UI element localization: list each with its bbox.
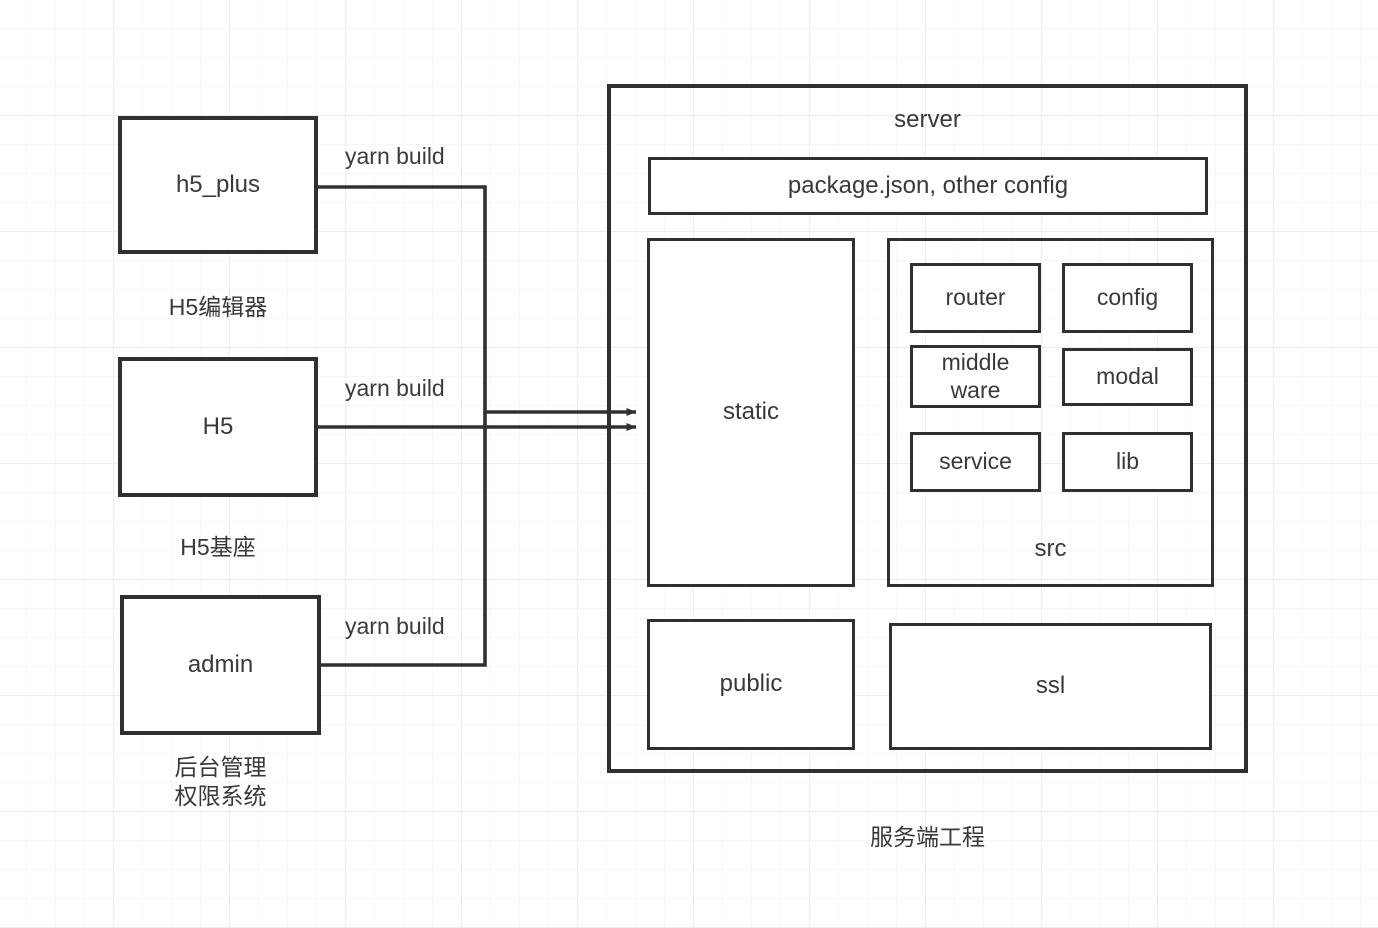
server-title: server xyxy=(894,106,961,133)
box-lib[interactable]: lib xyxy=(1062,432,1193,492)
box-public[interactable]: public xyxy=(647,619,855,750)
box-admin[interactable]: admin xyxy=(120,595,321,735)
box-middleware[interactable]: middle ware xyxy=(910,345,1041,408)
box-service-label: service xyxy=(939,448,1012,475)
caption-admin: 后台管理 权限系统 xyxy=(174,754,267,810)
src-title: src xyxy=(1034,535,1067,562)
box-package-json-label: package.json, other config xyxy=(787,171,1069,199)
box-router-label: router xyxy=(945,284,1006,311)
box-h5-label: H5 xyxy=(202,412,234,440)
box-config[interactable]: config xyxy=(1062,263,1193,333)
edge-label-admin: yarn build xyxy=(345,613,445,639)
edge-label-h5: yarn build xyxy=(345,375,445,401)
box-router[interactable]: router xyxy=(910,263,1041,333)
src-container xyxy=(887,238,1214,587)
box-static[interactable]: static xyxy=(647,238,855,587)
box-h5-plus-label: h5_plus xyxy=(175,170,261,198)
box-h5-plus[interactable]: h5_plus xyxy=(118,116,318,254)
server-container xyxy=(607,84,1248,773)
box-h5[interactable]: H5 xyxy=(118,357,318,497)
box-admin-label: admin xyxy=(187,650,254,678)
box-modal[interactable]: modal xyxy=(1062,348,1193,406)
caption-h5: H5基座 xyxy=(180,534,256,560)
caption-server: 服务端工程 xyxy=(870,824,985,850)
box-modal-label: modal xyxy=(1096,363,1159,390)
box-service[interactable]: service xyxy=(910,432,1041,492)
edge-label-h5-plus: yarn build xyxy=(345,143,445,169)
box-package-json[interactable]: package.json, other config xyxy=(648,157,1208,215)
caption-h5-plus: H5编辑器 xyxy=(168,294,268,320)
box-middleware-label: middle ware xyxy=(941,349,1010,403)
box-config-label: config xyxy=(1096,284,1159,311)
box-ssl[interactable]: ssl xyxy=(889,623,1212,750)
box-static-label: static xyxy=(722,398,779,426)
box-public-label: public xyxy=(719,670,783,698)
box-ssl-label: ssl xyxy=(1035,672,1066,700)
box-lib-label: lib xyxy=(1115,448,1139,475)
